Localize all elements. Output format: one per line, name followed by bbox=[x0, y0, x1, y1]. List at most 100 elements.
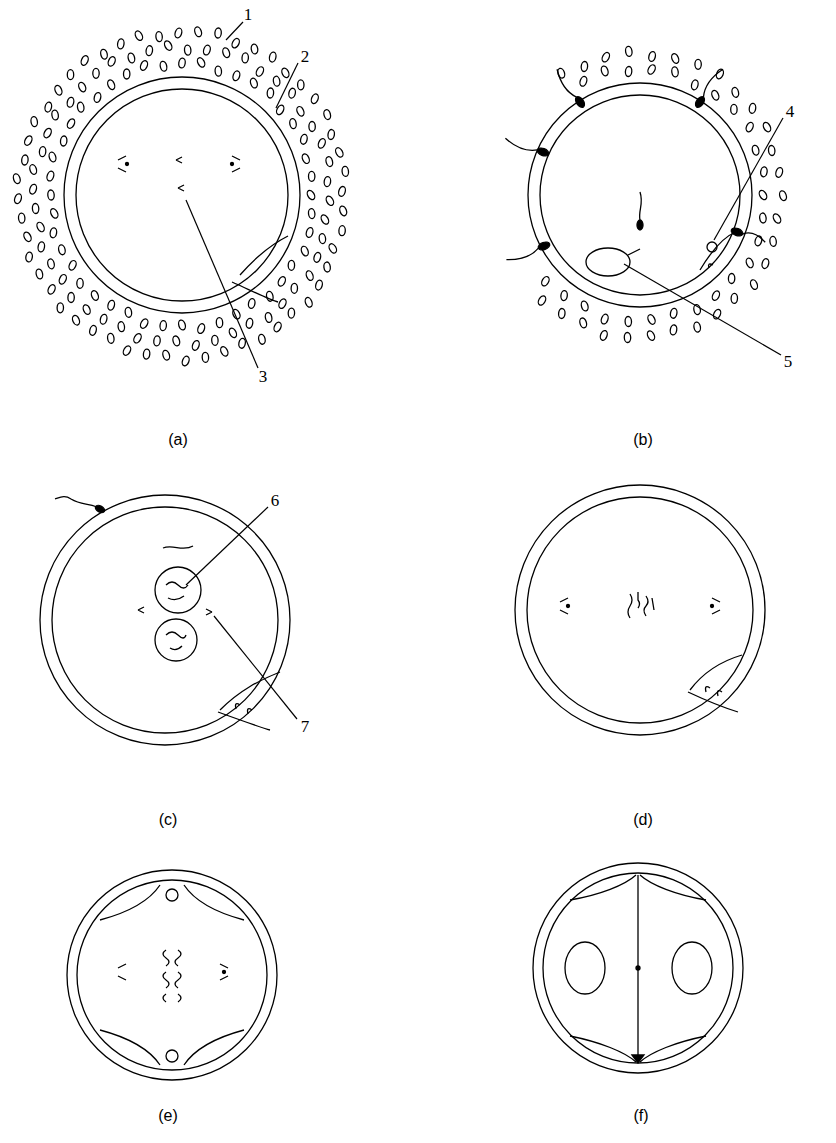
follicle-cell bbox=[769, 236, 777, 247]
sperm-head bbox=[730, 227, 744, 238]
follicle-cell bbox=[90, 290, 100, 302]
follicle-cell bbox=[172, 335, 181, 346]
sperm-tail bbox=[557, 69, 577, 97]
follicle-cell bbox=[625, 66, 632, 77]
follicle-cell bbox=[646, 64, 656, 76]
follicle-cell bbox=[749, 103, 757, 114]
follicle-cell bbox=[159, 320, 166, 331]
follicle-cell bbox=[67, 70, 73, 80]
follicle-cell bbox=[759, 213, 767, 224]
follicle-cell bbox=[106, 79, 116, 91]
follicle-cell bbox=[669, 324, 677, 335]
follicle-cell bbox=[288, 260, 295, 270]
follicle-cell bbox=[77, 81, 87, 93]
follicle-cell bbox=[579, 76, 588, 88]
follicle-cell bbox=[184, 45, 191, 56]
follicle-cell bbox=[266, 291, 274, 302]
follicle-cell bbox=[308, 171, 315, 181]
follicle-cell bbox=[690, 79, 699, 90]
follicle-cell bbox=[325, 195, 335, 207]
follicle-cell bbox=[305, 270, 315, 282]
egg-f bbox=[533, 863, 743, 1073]
follicle-cell bbox=[305, 227, 314, 238]
follicle-cell bbox=[139, 318, 149, 330]
follicle-cell bbox=[174, 27, 183, 38]
follicle-cell bbox=[196, 323, 205, 335]
follicle-cell bbox=[193, 26, 202, 38]
sperm-head bbox=[537, 241, 551, 252]
follicle-cell bbox=[28, 183, 37, 195]
follicle-cell bbox=[159, 61, 168, 72]
follicle-cell bbox=[315, 279, 324, 290]
follicle-cell bbox=[249, 77, 258, 89]
follicle-cell bbox=[288, 308, 295, 318]
callout-number: 6 bbox=[271, 492, 280, 509]
follicle-cell bbox=[47, 258, 55, 269]
follicle-cell bbox=[762, 121, 772, 133]
follicle-cell bbox=[232, 70, 241, 81]
follicle-cell bbox=[54, 84, 64, 96]
follicle-cell bbox=[68, 259, 78, 271]
callout-number: 7 bbox=[301, 718, 310, 735]
follicle-cell bbox=[47, 190, 54, 200]
follicle-cell bbox=[58, 273, 68, 285]
follicle-cell bbox=[66, 118, 76, 130]
panel-label: (b) bbox=[633, 432, 653, 448]
follicle-cell bbox=[731, 293, 738, 303]
follicle-cell bbox=[139, 60, 149, 72]
follicle-cell bbox=[537, 295, 547, 307]
follicle-cell bbox=[758, 189, 769, 201]
follicle-cell bbox=[60, 136, 67, 147]
follicle-cell bbox=[772, 213, 783, 225]
panel-label: (c) bbox=[159, 812, 178, 828]
follicle-cell bbox=[163, 40, 173, 52]
follicle-cell bbox=[731, 87, 740, 98]
sperm bbox=[505, 69, 765, 259]
follicle-cell bbox=[29, 164, 38, 175]
follicle-cell bbox=[117, 38, 125, 49]
follicle-cell bbox=[145, 45, 153, 56]
follicle-cells bbox=[12, 26, 349, 367]
follicle-cell bbox=[245, 318, 253, 329]
follicle-cell bbox=[768, 145, 775, 156]
follicle-cell bbox=[178, 58, 186, 69]
follicle-cell bbox=[671, 66, 679, 77]
follicle-cell bbox=[66, 97, 75, 108]
follicle-cell bbox=[122, 345, 132, 357]
follicle-cell bbox=[300, 134, 308, 145]
follicle-cell bbox=[177, 319, 186, 330]
egg-d bbox=[515, 485, 765, 735]
follicle-cell bbox=[231, 37, 241, 49]
follicle-cell bbox=[77, 278, 84, 288]
follicle-cell bbox=[68, 292, 75, 302]
follicle-cell bbox=[320, 214, 331, 226]
follicle-cell bbox=[80, 55, 90, 67]
follicle-cell bbox=[39, 146, 46, 157]
follicle-cell bbox=[57, 303, 64, 313]
follicle-cell bbox=[600, 65, 609, 76]
follicle-cell bbox=[560, 290, 567, 301]
follicle-cell bbox=[334, 146, 344, 158]
follicle-cell bbox=[258, 334, 266, 345]
follicle-cell bbox=[280, 67, 290, 79]
panel-label: (d) bbox=[633, 812, 653, 828]
follicle-cell bbox=[300, 245, 310, 257]
follicle-cell bbox=[47, 284, 57, 296]
follicle-cell bbox=[298, 80, 305, 90]
follicle-cell bbox=[339, 226, 346, 236]
follicle-cell bbox=[342, 166, 349, 177]
follicle-cells bbox=[537, 46, 788, 343]
follicle-cell bbox=[775, 167, 784, 178]
follicle-cell bbox=[215, 28, 222, 38]
follicle-cell bbox=[778, 190, 787, 202]
egg-c bbox=[40, 495, 290, 745]
follicle-cell bbox=[268, 52, 276, 63]
follicle-cell bbox=[745, 121, 755, 133]
follicle-cell bbox=[310, 93, 320, 105]
follicle-cell bbox=[44, 101, 53, 112]
follicle-cell bbox=[670, 308, 678, 319]
follicle-cell bbox=[153, 336, 160, 347]
follicle-cell bbox=[58, 244, 66, 255]
